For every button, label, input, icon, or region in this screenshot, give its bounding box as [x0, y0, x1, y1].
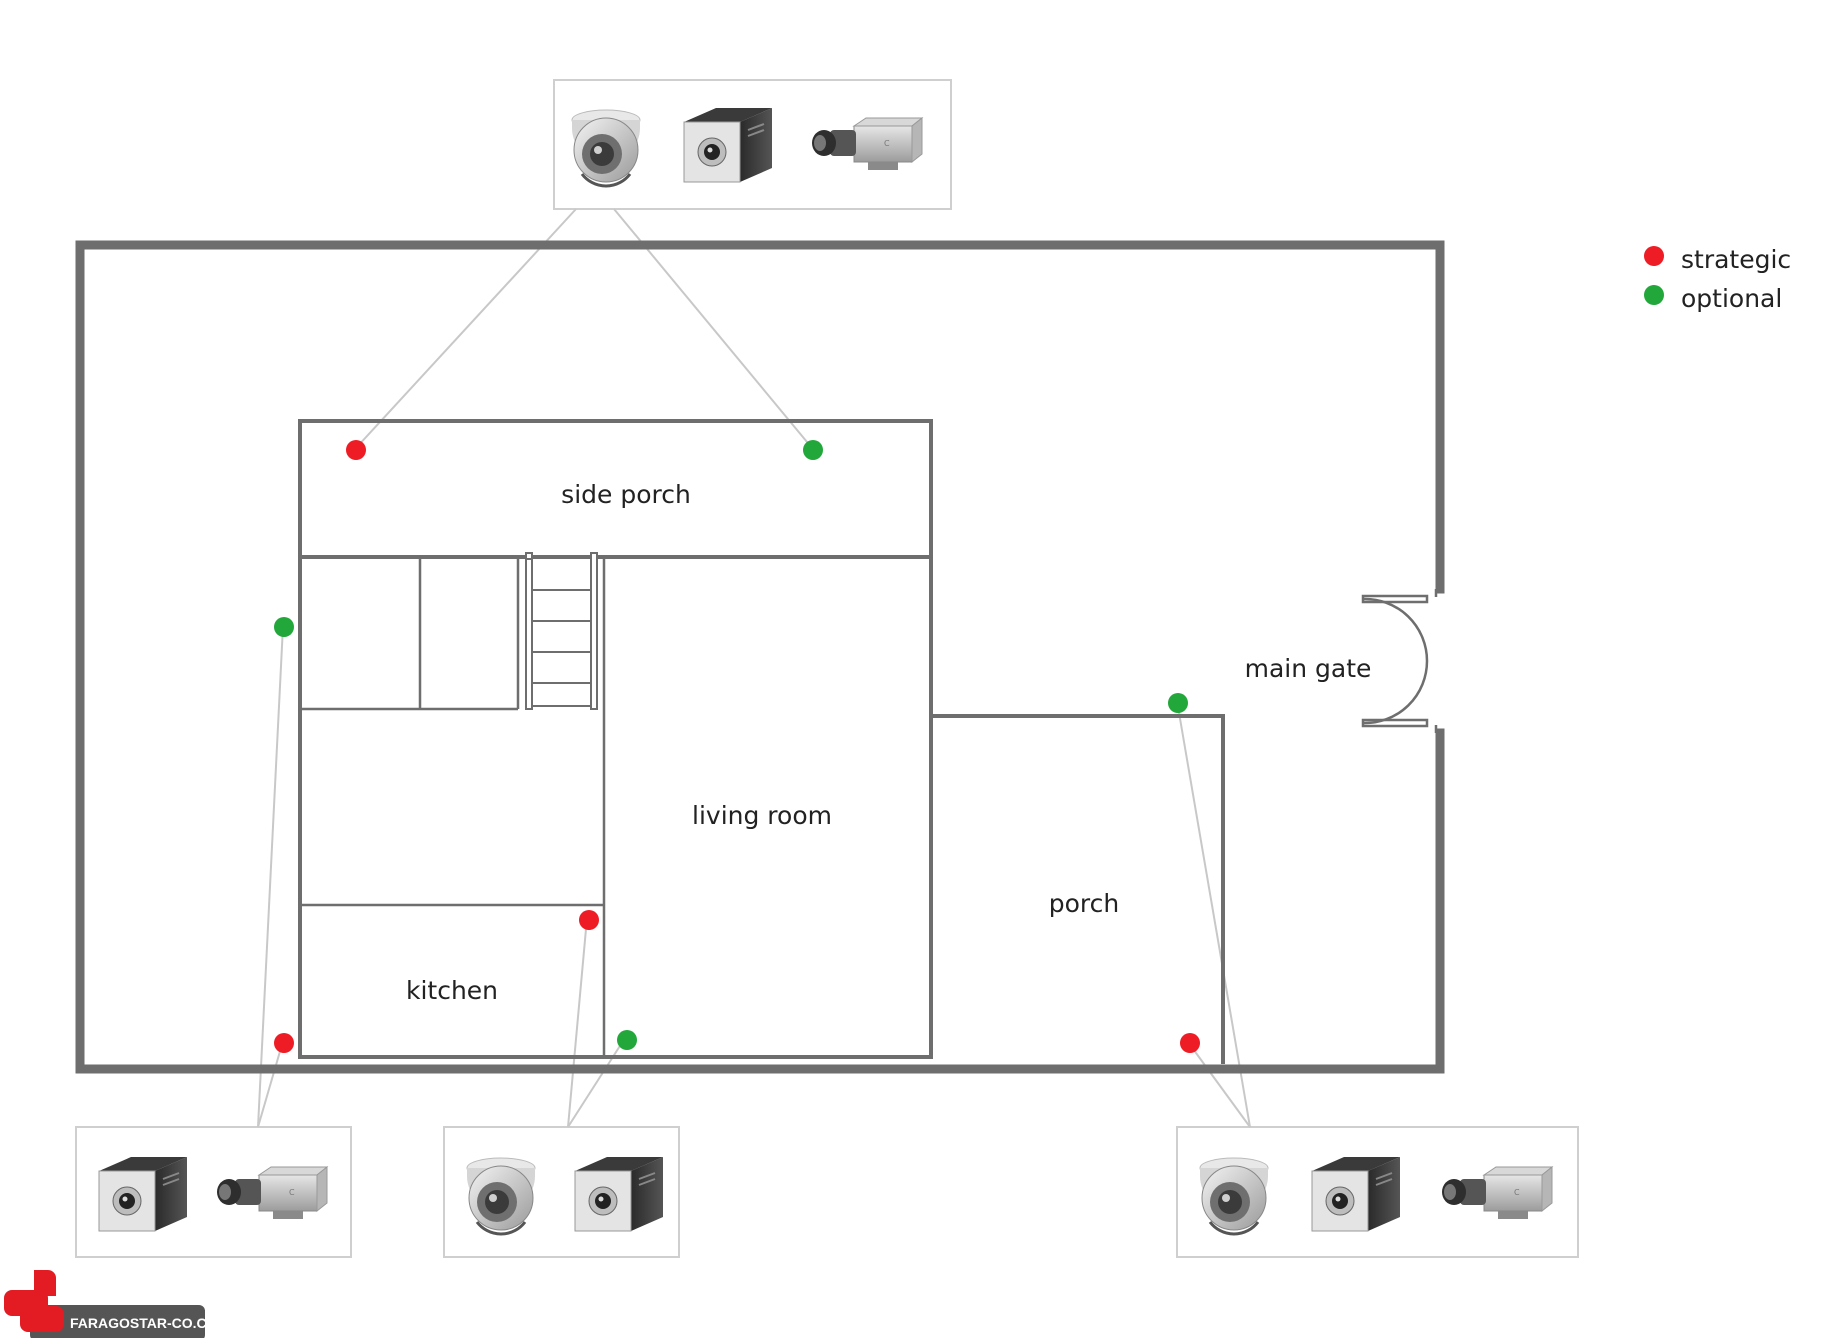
side-porch-label: side porch	[561, 480, 691, 509]
strategic-marker	[274, 1033, 294, 1053]
camera-panel-top	[553, 79, 952, 210]
company-logo: FARAGOSTAR-CO.COM	[4, 1270, 229, 1338]
strategic-marker	[346, 440, 366, 460]
outer-wall	[75, 240, 1445, 1074]
optional-marker	[617, 1030, 637, 1050]
box-camera-icon	[683, 107, 773, 183]
legend-strategic-swatch	[1644, 246, 1664, 266]
main-gate-door	[1361, 589, 1438, 733]
legend: strategic optional	[1644, 245, 1791, 313]
living-room-label: living room	[692, 801, 832, 830]
box-camera-icon	[574, 1156, 664, 1232]
dome-camera-icon	[465, 1156, 537, 1236]
strategic-marker	[1180, 1033, 1200, 1053]
porch-label: porch	[1049, 889, 1119, 918]
box-camera-icon	[98, 1156, 188, 1232]
stairs	[525, 552, 598, 710]
legend-optional-swatch	[1644, 285, 1664, 305]
camera-panel-bottom-left	[75, 1126, 352, 1258]
optional-marker	[1168, 693, 1188, 713]
dome-camera-icon	[570, 108, 642, 188]
camera-panel-bottom-right	[1176, 1126, 1579, 1258]
legend-optional-label: optional	[1681, 284, 1782, 313]
box-camera-icon	[1311, 1156, 1401, 1232]
optional-marker	[274, 617, 294, 637]
camera-panel-bottom-center	[443, 1126, 680, 1258]
house-walls	[298, 419, 1225, 1064]
dome-camera-icon	[1198, 1156, 1270, 1236]
logo-text: FARAGOSTAR-CO.COM	[70, 1315, 229, 1331]
main-gate-label: main gate	[1245, 654, 1372, 683]
camera-markers	[274, 440, 1200, 1053]
kitchen-label: kitchen	[406, 976, 498, 1005]
optional-marker	[803, 440, 823, 460]
strategic-marker	[579, 910, 599, 930]
legend-strategic-label: strategic	[1681, 245, 1791, 274]
